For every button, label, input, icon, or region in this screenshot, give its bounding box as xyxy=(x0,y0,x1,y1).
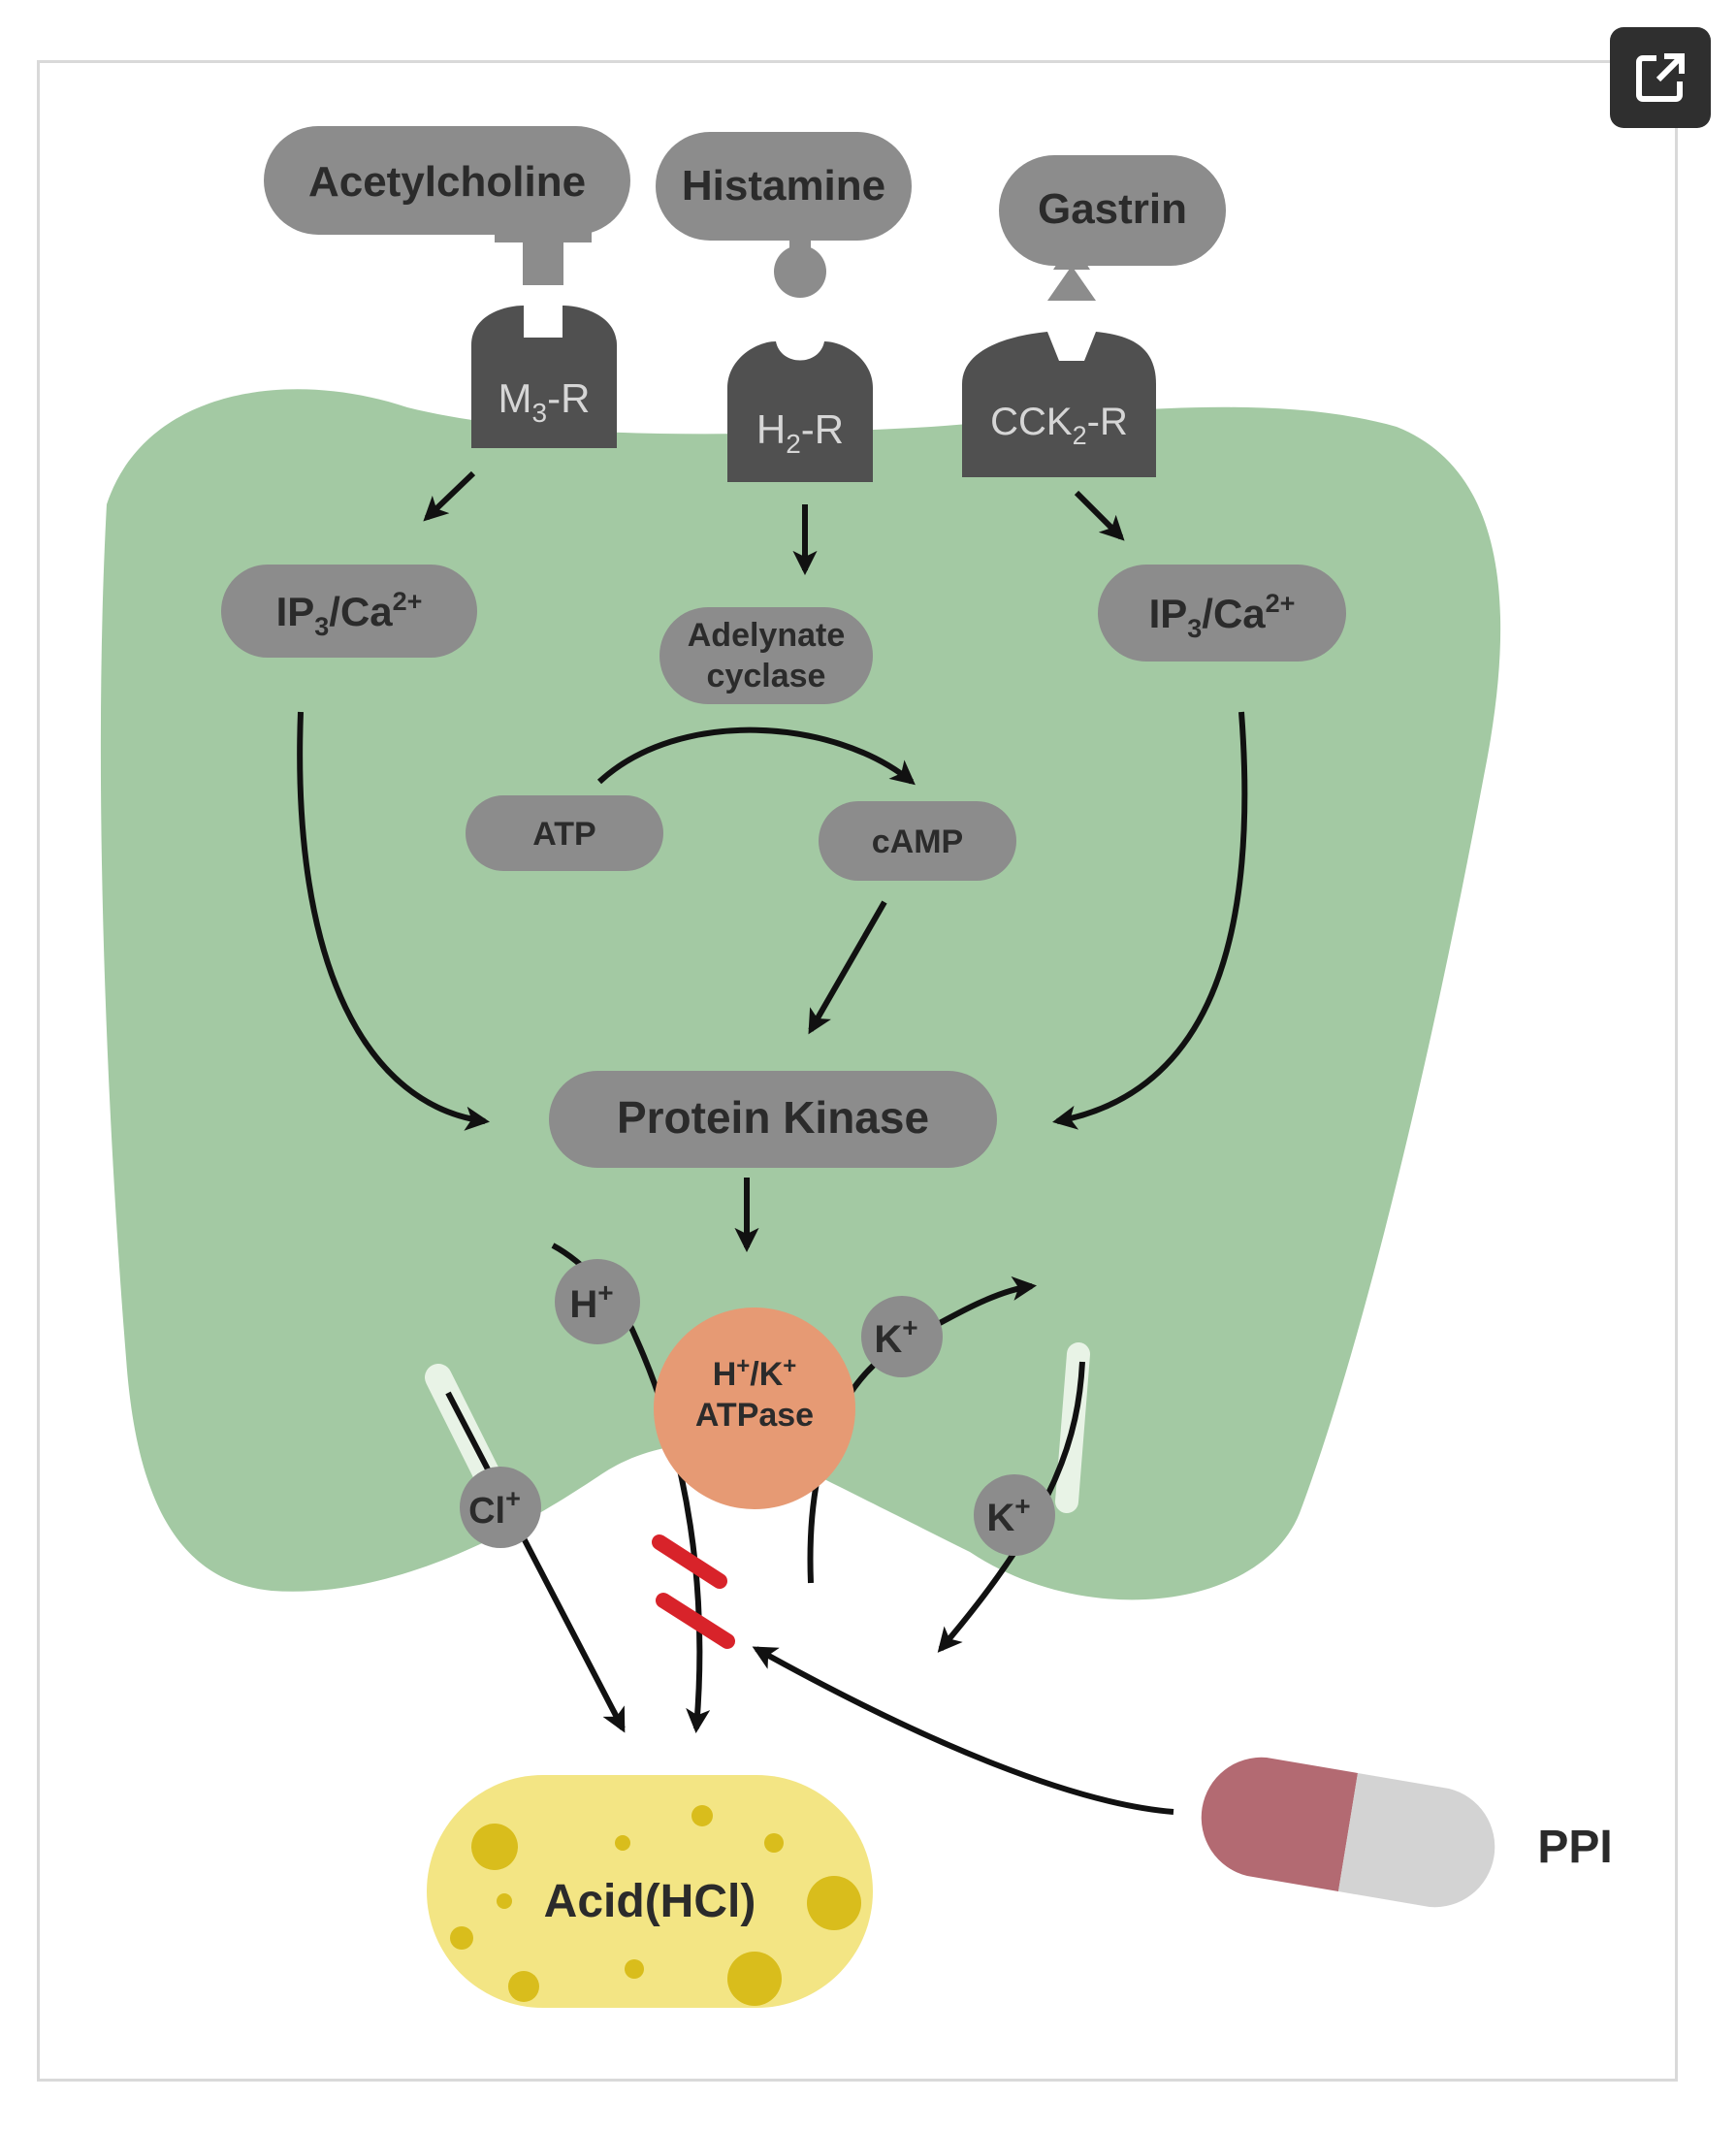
arrow-atp-to-camp xyxy=(596,726,916,786)
adenylate-line1: Adelynate xyxy=(688,617,846,654)
ip3-left-b: /Ca xyxy=(329,589,393,634)
ip3-right-sup: 2+ xyxy=(1266,589,1296,618)
cl-ion: Cl+ xyxy=(460,1467,541,1548)
expand-button[interactable] xyxy=(1610,27,1711,128)
arrow-cl-to-acid xyxy=(445,1391,626,1733)
protein-kinase-node: Protein Kinase xyxy=(549,1071,997,1168)
h2-receptor: H2-R xyxy=(727,341,873,482)
pump-a: H xyxy=(713,1356,737,1393)
atp-node: ATP xyxy=(466,795,663,871)
ip3-left-a: IP xyxy=(276,589,315,634)
cl-base: Cl xyxy=(468,1491,505,1532)
figure-frame xyxy=(37,60,1678,2082)
proton-pump: H+/K+ ATPase xyxy=(654,1308,855,1509)
histamine-ligand: Histamine xyxy=(656,132,912,298)
cck2-base: CCK xyxy=(990,401,1073,443)
signal-arrows xyxy=(297,470,1248,1253)
arrow-k-into-lumen xyxy=(937,1361,1085,1653)
arrow-cck2-to-ip3 xyxy=(1074,490,1125,541)
atp-label: ATP xyxy=(532,816,595,853)
m3-sub: 3 xyxy=(532,398,548,428)
ip3-ca-left-node: IP3/Ca2+ xyxy=(221,565,477,658)
adenylate-cyclase-node: Adelynate cyclase xyxy=(659,607,873,704)
acetylcholine-ligand: Acetylcholine xyxy=(264,126,630,285)
gastrin-label: Gastrin xyxy=(1038,185,1187,233)
acid-blob: Acid(HCl) xyxy=(427,1775,873,2008)
pump-b: /K xyxy=(750,1356,783,1393)
h-ion: H+ xyxy=(555,1259,640,1344)
k-bottom-base: K xyxy=(986,1497,1014,1539)
camp-node: cAMP xyxy=(819,801,1016,881)
h2-base: H xyxy=(756,406,786,452)
k-ion-top: K+ xyxy=(861,1296,943,1377)
m3-receptor-label: M3-R xyxy=(498,375,591,428)
h2-sub: 2 xyxy=(786,429,801,459)
gastrin-ligand: Gastrin xyxy=(999,155,1226,301)
arrow-ip3-left-to-kinase xyxy=(297,711,490,1131)
svg-text:IP3/Ca2+: IP3/Ca2+ xyxy=(1149,589,1296,643)
cl-sup: + xyxy=(505,1484,521,1513)
cck2-receptor: CCK2-R xyxy=(962,332,1156,477)
k-top-base: K xyxy=(874,1318,902,1361)
arrow-camp-to-kinase xyxy=(808,900,887,1035)
k-ion-bottom: K+ xyxy=(974,1474,1055,1556)
arrow-ppi-to-pump xyxy=(752,1646,1174,1815)
open-in-new-icon xyxy=(1636,53,1685,102)
ip3-left-sup: 2+ xyxy=(393,587,423,616)
k-top-sup: + xyxy=(902,1312,917,1342)
m3-receptor: M3-R xyxy=(471,306,617,448)
ip3-left-sub: 3 xyxy=(314,612,329,641)
svg-text:K+: K+ xyxy=(986,1491,1030,1539)
svg-text:IP3/Ca2+: IP3/Ca2+ xyxy=(276,587,423,641)
svg-text:K+: K+ xyxy=(874,1312,917,1361)
histamine-label: Histamine xyxy=(682,162,885,210)
pump-sup1: + xyxy=(736,1353,750,1379)
h-ion-sup: + xyxy=(597,1277,613,1308)
h2-receptor-label: H2-R xyxy=(756,406,844,459)
acetylcholine-label: Acetylcholine xyxy=(308,158,586,206)
pump-line2: ATPase xyxy=(695,1397,814,1434)
acid-dots xyxy=(450,1805,861,2006)
svg-text:H+: H+ xyxy=(569,1277,613,1326)
ip3-right-sub: 3 xyxy=(1187,614,1202,643)
ip3-right-b: /Ca xyxy=(1202,591,1266,636)
ppi-label: PPI xyxy=(1537,1822,1612,1873)
m3-suffix: -R xyxy=(547,375,590,421)
ip3-right-a: IP xyxy=(1149,591,1188,636)
camp-label: cAMP xyxy=(872,823,963,860)
ip3-ca-right-node: IP3/Ca2+ xyxy=(1098,565,1346,662)
cck2-suffix: -R xyxy=(1087,401,1128,443)
pump-sup2: + xyxy=(783,1353,796,1379)
parietal-cell xyxy=(100,389,1501,1600)
arrow-ip3-right-to-kinase xyxy=(1052,711,1248,1130)
adenylate-line2: cyclase xyxy=(707,658,826,694)
ppi-block-marks xyxy=(652,1534,735,1649)
protein-kinase-label: Protein Kinase xyxy=(617,1092,929,1143)
h-ion-base: H xyxy=(569,1283,597,1326)
m3-base: M xyxy=(498,375,532,421)
h2-suffix: -R xyxy=(801,406,844,452)
k-bottom-sup: + xyxy=(1014,1491,1030,1521)
ppi-pill xyxy=(1201,1757,1495,1908)
cck2-receptor-label: CCK2-R xyxy=(990,401,1128,450)
arrow-m3-to-ip3 xyxy=(423,470,476,522)
svg-text:H+/K+: H+/K+ xyxy=(713,1353,797,1393)
cck2-sub: 2 xyxy=(1073,421,1087,450)
svg-text:Cl+: Cl+ xyxy=(468,1484,521,1532)
acid-label: Acid(HCl) xyxy=(544,1876,756,1927)
